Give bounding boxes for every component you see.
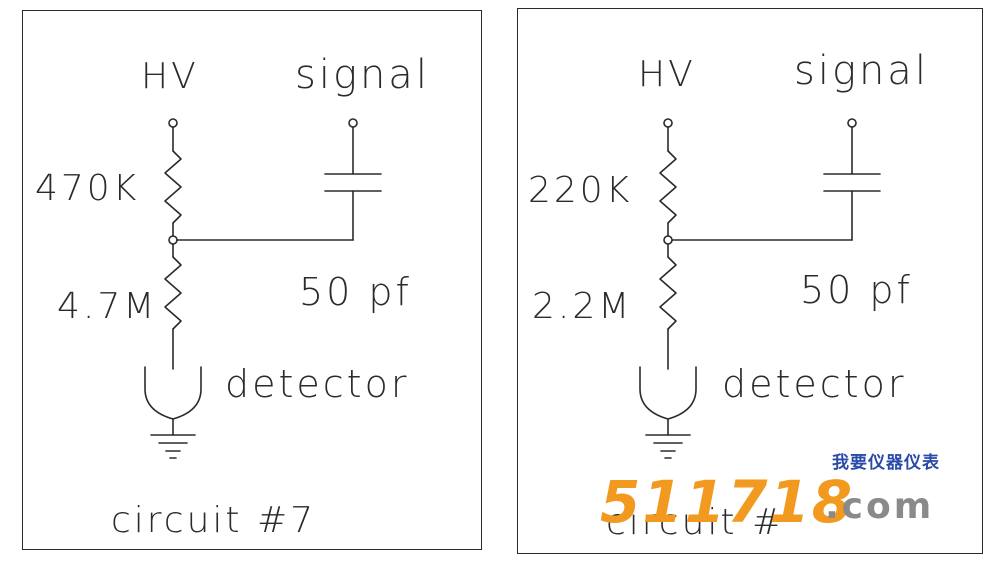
- resistor-bottom-value: 4.7M: [57, 286, 158, 327]
- detector-symbol: [639, 366, 697, 420]
- hv-label: HV: [141, 56, 199, 97]
- detector-label: detector: [722, 362, 907, 406]
- watermark-domain: .com: [825, 486, 935, 527]
- resistor-top: [659, 150, 677, 224]
- capacitor-value: 50 pf: [800, 268, 913, 312]
- signal-label: signal: [794, 48, 929, 94]
- hv-terminal: [663, 118, 673, 128]
- capacitor-value: 50 pf: [299, 270, 412, 314]
- resistor-top: [164, 150, 182, 224]
- resistor-top-value: 220K: [528, 170, 633, 211]
- resistor-bottom-value: 2.2M: [532, 286, 633, 327]
- circuit-label: circuit #7: [111, 500, 317, 541]
- hv-label: HV: [638, 54, 696, 95]
- circuit-schematic-right: [639, 118, 881, 459]
- detector-label: detector: [225, 362, 410, 406]
- signal-terminal: [348, 118, 358, 128]
- circuit-schematic-left: [144, 118, 382, 459]
- watermark-logo: 我要仪器仪表 511718 .com: [600, 455, 960, 535]
- signal-terminal: [847, 118, 857, 128]
- signal-label: signal: [295, 52, 430, 98]
- junction-node: [168, 235, 178, 245]
- resistor-bottom: [659, 256, 677, 330]
- circuit-panel-left: HV signal 470K 4.7M 50 pf detector circu…: [22, 10, 482, 550]
- circuit-label: circuit #: [606, 502, 786, 543]
- hv-terminal: [168, 118, 178, 128]
- junction-node: [663, 235, 673, 245]
- detector-symbol: [144, 366, 202, 420]
- watermark-digits: 511718: [600, 468, 855, 536]
- circuit-panel-right: HV signal 220K 2.2M 50 pf detector circu…: [517, 8, 983, 554]
- resistor-top-value: 470K: [35, 168, 140, 209]
- resistor-bottom: [164, 256, 182, 330]
- watermark-chinese: 我要仪器仪表: [832, 453, 940, 473]
